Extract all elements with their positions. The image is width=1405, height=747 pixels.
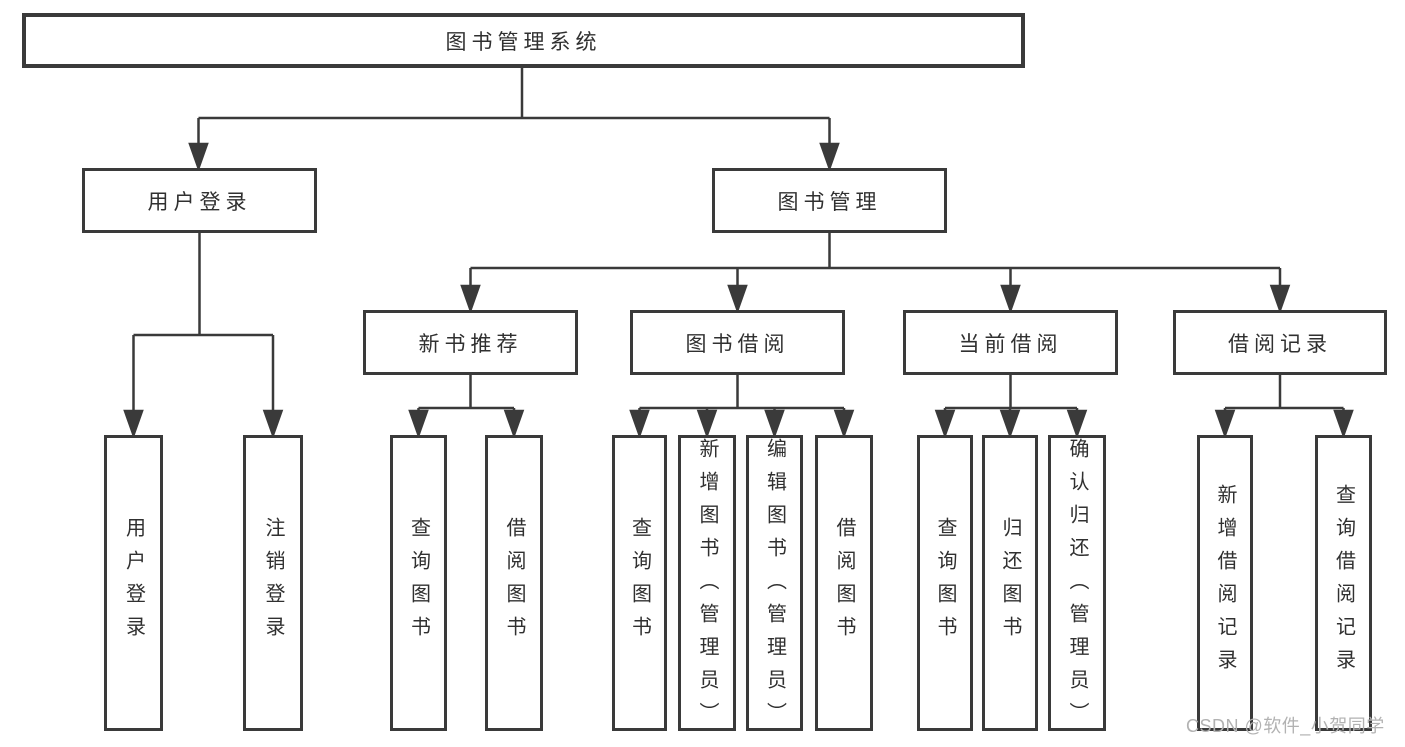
edge-borrow-records-to-leaves <box>1214 375 1354 439</box>
node-label: 编辑图书（管理员） <box>763 438 786 735</box>
leaf-edit-book-admin: 编辑图书（管理员） <box>746 435 803 735</box>
node-user-login: 用户登录 <box>82 168 317 233</box>
leaf-user-login: 用户登录 <box>104 435 163 731</box>
node-label: 图书管理系统 <box>445 30 602 54</box>
leaf-query-borrow-record: 查询借阅记录 <box>1315 435 1372 731</box>
node-label: 借阅图书 <box>503 517 525 649</box>
node-label: 当前借阅 <box>958 332 1063 356</box>
leaf-confirm-return-admin: 确认归还（管理员） <box>1048 435 1106 735</box>
node-library-system: 图书管理系统 <box>22 13 1025 68</box>
node-label: 用户登录 <box>122 517 145 649</box>
node-label: 查询图书 <box>628 517 651 649</box>
leaf-query-books-current: 查询图书 <box>917 435 973 731</box>
csdn-watermark: CSDN @软件_小贺同学 <box>1186 716 1385 736</box>
edge-root-to-level2 <box>188 68 840 172</box>
leaf-query-books-borrow: 查询图书 <box>612 435 667 731</box>
node-label: 查询图书 <box>934 517 956 649</box>
leaf-add-borrow-record: 新增借阅记录 <box>1197 435 1253 731</box>
leaf-add-book-admin: 新增图书（管理员） <box>678 435 736 735</box>
node-label: 确认归还（管理员） <box>1066 438 1088 735</box>
edge-book-borrow-to-leaves <box>629 375 855 439</box>
edge-user-login-to-leaves <box>123 233 284 439</box>
node-label: 查询借阅记录 <box>1332 484 1355 682</box>
leaf-return-book: 归还图书 <box>982 435 1038 731</box>
edge-current-borrow-to-leaves <box>934 375 1088 439</box>
node-book-management: 图书管理 <box>712 168 947 233</box>
node-label: 查询图书 <box>407 517 430 649</box>
leaf-query-books-recommend: 查询图书 <box>390 435 447 731</box>
node-borrow-records: 借阅记录 <box>1173 310 1387 375</box>
node-book-borrow: 图书借阅 <box>630 310 845 375</box>
edge-new-book-to-leaves <box>408 375 525 439</box>
node-label: 图书管理 <box>777 190 882 214</box>
node-current-borrow: 当前借阅 <box>903 310 1118 375</box>
node-label: 用户登录 <box>147 190 252 214</box>
leaf-borrow-books: 借阅图书 <box>815 435 873 731</box>
node-label: 新书推荐 <box>418 332 523 356</box>
node-label: 图书借阅 <box>685 332 790 356</box>
node-label: 注销登录 <box>262 517 284 649</box>
node-label: 借阅图书 <box>833 517 855 649</box>
node-label: 借阅记录 <box>1228 332 1332 356</box>
node-label: 归还图书 <box>999 517 1021 649</box>
node-label: 新增图书（管理员） <box>696 438 718 735</box>
leaf-logout: 注销登录 <box>243 435 303 731</box>
node-new-book-recommend: 新书推荐 <box>363 310 578 375</box>
leaf-borrow-books-recommend: 借阅图书 <box>485 435 543 731</box>
edge-book-mgmt-to-level3 <box>460 233 1291 314</box>
node-label: 新增借阅记录 <box>1214 484 1236 682</box>
